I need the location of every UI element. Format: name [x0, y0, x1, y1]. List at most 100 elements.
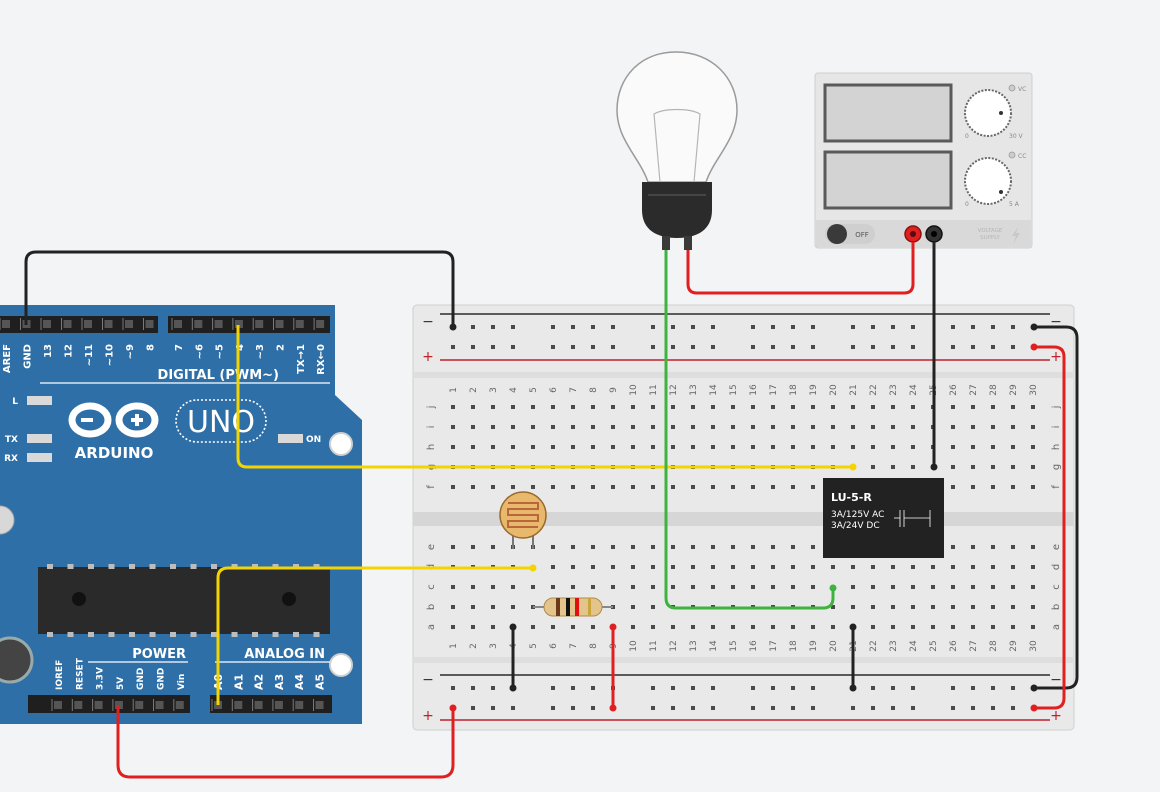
breadboard-hole[interactable] [971, 605, 975, 609]
breadboard-hole[interactable] [471, 425, 475, 429]
rail-hole[interactable] [951, 345, 955, 349]
breadboard-hole[interactable] [571, 445, 575, 449]
breadboard-hole[interactable] [751, 445, 755, 449]
wire-red-bulb-psu[interactable] [686, 242, 915, 295]
breadboard-hole[interactable] [491, 625, 495, 629]
breadboard-hole[interactable] [851, 425, 855, 429]
rail-hole[interactable] [471, 686, 475, 690]
rail-hole[interactable] [471, 706, 475, 710]
analog-pin-socket[interactable] [295, 701, 304, 709]
rail-hole[interactable] [591, 325, 595, 329]
breadboard-hole[interactable] [811, 585, 815, 589]
breadboard-hole[interactable] [551, 425, 555, 429]
breadboard-hole[interactable] [491, 425, 495, 429]
breadboard-hole[interactable] [511, 485, 515, 489]
breadboard-hole[interactable] [951, 545, 955, 549]
breadboard-hole[interactable] [731, 625, 735, 629]
breadboard-hole[interactable] [871, 585, 875, 589]
voltage-knob[interactable] [964, 89, 1012, 137]
breadboard-hole[interactable] [531, 625, 535, 629]
digital-pin-socket[interactable] [275, 320, 284, 328]
digital-pin-socket[interactable] [295, 320, 304, 328]
breadboard-hole[interactable] [811, 545, 815, 549]
rail-hole[interactable] [971, 706, 975, 710]
breadboard-hole[interactable] [571, 485, 575, 489]
rail-hole[interactable] [771, 345, 775, 349]
power-pin-socket[interactable] [135, 701, 144, 709]
breadboard-hole[interactable] [491, 585, 495, 589]
breadboard-hole[interactable] [891, 465, 895, 469]
rail-hole[interactable] [571, 345, 575, 349]
breadboard-hole[interactable] [831, 425, 835, 429]
breadboard-hole[interactable] [511, 605, 515, 609]
rail-hole[interactable] [671, 345, 675, 349]
rail-hole[interactable] [951, 325, 955, 329]
breadboard-hole[interactable] [611, 585, 615, 589]
breadboard-hole[interactable] [451, 485, 455, 489]
breadboard-hole[interactable] [971, 465, 975, 469]
breadboard-hole[interactable] [931, 625, 935, 629]
rail-hole[interactable] [851, 325, 855, 329]
breadboard-hole[interactable] [451, 545, 455, 549]
breadboard-hole[interactable] [771, 585, 775, 589]
digital-pin-socket[interactable] [104, 320, 113, 328]
breadboard-hole[interactable] [591, 585, 595, 589]
breadboard-hole[interactable] [651, 565, 655, 569]
breadboard-hole[interactable] [671, 585, 675, 589]
rail-hole[interactable] [711, 345, 715, 349]
rail-hole[interactable] [1011, 686, 1015, 690]
rail-hole[interactable] [671, 686, 675, 690]
breadboard-hole[interactable] [811, 565, 815, 569]
rail-hole[interactable] [591, 686, 595, 690]
breadboard-hole[interactable] [791, 565, 795, 569]
breadboard-hole[interactable] [971, 585, 975, 589]
breadboard-hole[interactable] [1031, 625, 1035, 629]
breadboard-hole[interactable] [1011, 485, 1015, 489]
breadboard-hole[interactable] [631, 605, 635, 609]
rail-hole[interactable] [471, 345, 475, 349]
wire-endpoint[interactable] [449, 323, 457, 331]
rail-hole[interactable] [551, 345, 555, 349]
wire-endpoint[interactable] [509, 684, 517, 692]
rail-hole[interactable] [1011, 706, 1015, 710]
breadboard-hole[interactable] [1031, 425, 1035, 429]
breadboard-hole[interactable] [571, 425, 575, 429]
breadboard-hole[interactable] [651, 405, 655, 409]
rail-hole[interactable] [891, 325, 895, 329]
breadboard-hole[interactable] [631, 405, 635, 409]
power-pin-socket[interactable] [175, 701, 184, 709]
breadboard-hole[interactable] [471, 405, 475, 409]
breadboard-hole[interactable] [891, 425, 895, 429]
breadboard-hole[interactable] [491, 545, 495, 549]
breadboard-hole[interactable] [651, 625, 655, 629]
breadboard-hole[interactable] [511, 425, 515, 429]
breadboard-hole[interactable] [911, 605, 915, 609]
breadboard-hole[interactable] [911, 445, 915, 449]
rail-hole[interactable] [751, 706, 755, 710]
breadboard-hole[interactable] [791, 425, 795, 429]
breadboard-hole[interactable] [1011, 425, 1015, 429]
breadboard-hole[interactable] [651, 425, 655, 429]
breadboard-hole[interactable] [671, 445, 675, 449]
breadboard-hole[interactable] [531, 445, 535, 449]
breadboard-hole[interactable] [751, 545, 755, 549]
breadboard-hole[interactable] [1031, 605, 1035, 609]
resistor[interactable] [533, 597, 613, 617]
breadboard-hole[interactable] [791, 445, 795, 449]
rail-hole[interactable] [551, 686, 555, 690]
breadboard-hole[interactable] [711, 545, 715, 549]
breadboard-hole[interactable] [571, 625, 575, 629]
breadboard-hole[interactable] [611, 445, 615, 449]
breadboard-hole[interactable] [671, 485, 675, 489]
digital-pin-socket[interactable] [316, 320, 325, 328]
breadboard-hole[interactable] [751, 565, 755, 569]
wire-yellow-d4[interactable] [236, 325, 853, 469]
breadboard-hole[interactable] [711, 425, 715, 429]
breadboard-hole[interactable] [1011, 445, 1015, 449]
breadboard-hole[interactable] [791, 625, 795, 629]
breadboard-hole[interactable] [1011, 545, 1015, 549]
rail-hole[interactable] [451, 345, 455, 349]
breadboard-hole[interactable] [591, 565, 595, 569]
digital-pin-socket[interactable] [84, 320, 92, 328]
